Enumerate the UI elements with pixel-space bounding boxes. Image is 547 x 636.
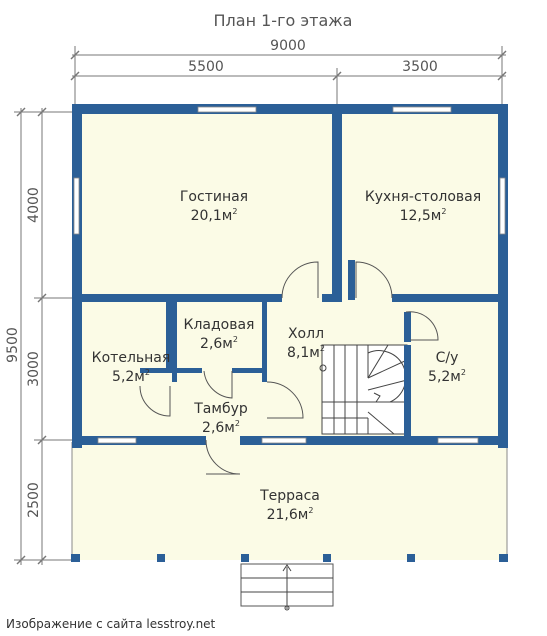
room-area-boiler: 5,2м2 xyxy=(112,368,150,385)
plan-title: План 1-го этажа xyxy=(214,11,353,30)
room-area-bathroom: 5,2м2 xyxy=(428,368,466,385)
room-area-terrace: 21,6м2 xyxy=(267,506,314,523)
image-credit: Изображение с сайта lesstroy.net xyxy=(6,617,216,631)
windows xyxy=(73,106,506,444)
entrance-steps xyxy=(240,563,334,611)
terrace-floor xyxy=(72,442,507,560)
door-openings xyxy=(140,294,411,445)
staircase xyxy=(319,344,408,435)
dim-right-width: 3500 xyxy=(402,59,438,75)
room-area-kitchen: 12,5м2 xyxy=(400,207,447,224)
room-name-living: Гостиная xyxy=(180,189,248,205)
dim-height-bottom: 2500 xyxy=(26,482,42,518)
room-labels: Гостиная 20,1м2 Кухня-столовая 12,5м2 Кл… xyxy=(92,189,481,523)
room-name-bathroom: С/у xyxy=(436,350,459,366)
left-dimensions: 9500 4000 3000 2500 xyxy=(5,107,74,565)
room-name-kitchen: Кухня-столовая xyxy=(365,189,481,205)
terrace-posts xyxy=(71,554,508,562)
top-dimensions: 9000 5500 3500 xyxy=(70,38,507,108)
room-area-living: 20,1м2 xyxy=(191,207,238,224)
dim-height-top: 4000 xyxy=(26,187,42,223)
room-area-storage: 2,6м2 xyxy=(200,335,238,352)
room-name-storage: Кладовая xyxy=(184,317,255,333)
room-name-terrace: Терраса xyxy=(259,488,320,504)
room-name-hall: Холл xyxy=(288,326,324,342)
dim-total-width: 9000 xyxy=(270,38,306,54)
dim-height-mid: 3000 xyxy=(26,351,42,387)
room-area-hall: 8,1м2 xyxy=(287,344,325,361)
dim-left-width: 5500 xyxy=(188,59,224,75)
dim-total-height: 9500 xyxy=(5,327,21,363)
door-swings xyxy=(139,261,439,475)
room-area-vestibule: 2,6м2 xyxy=(202,419,240,436)
room-name-boiler: Котельная xyxy=(92,350,171,366)
room-name-vestibule: Тамбур xyxy=(193,401,248,417)
